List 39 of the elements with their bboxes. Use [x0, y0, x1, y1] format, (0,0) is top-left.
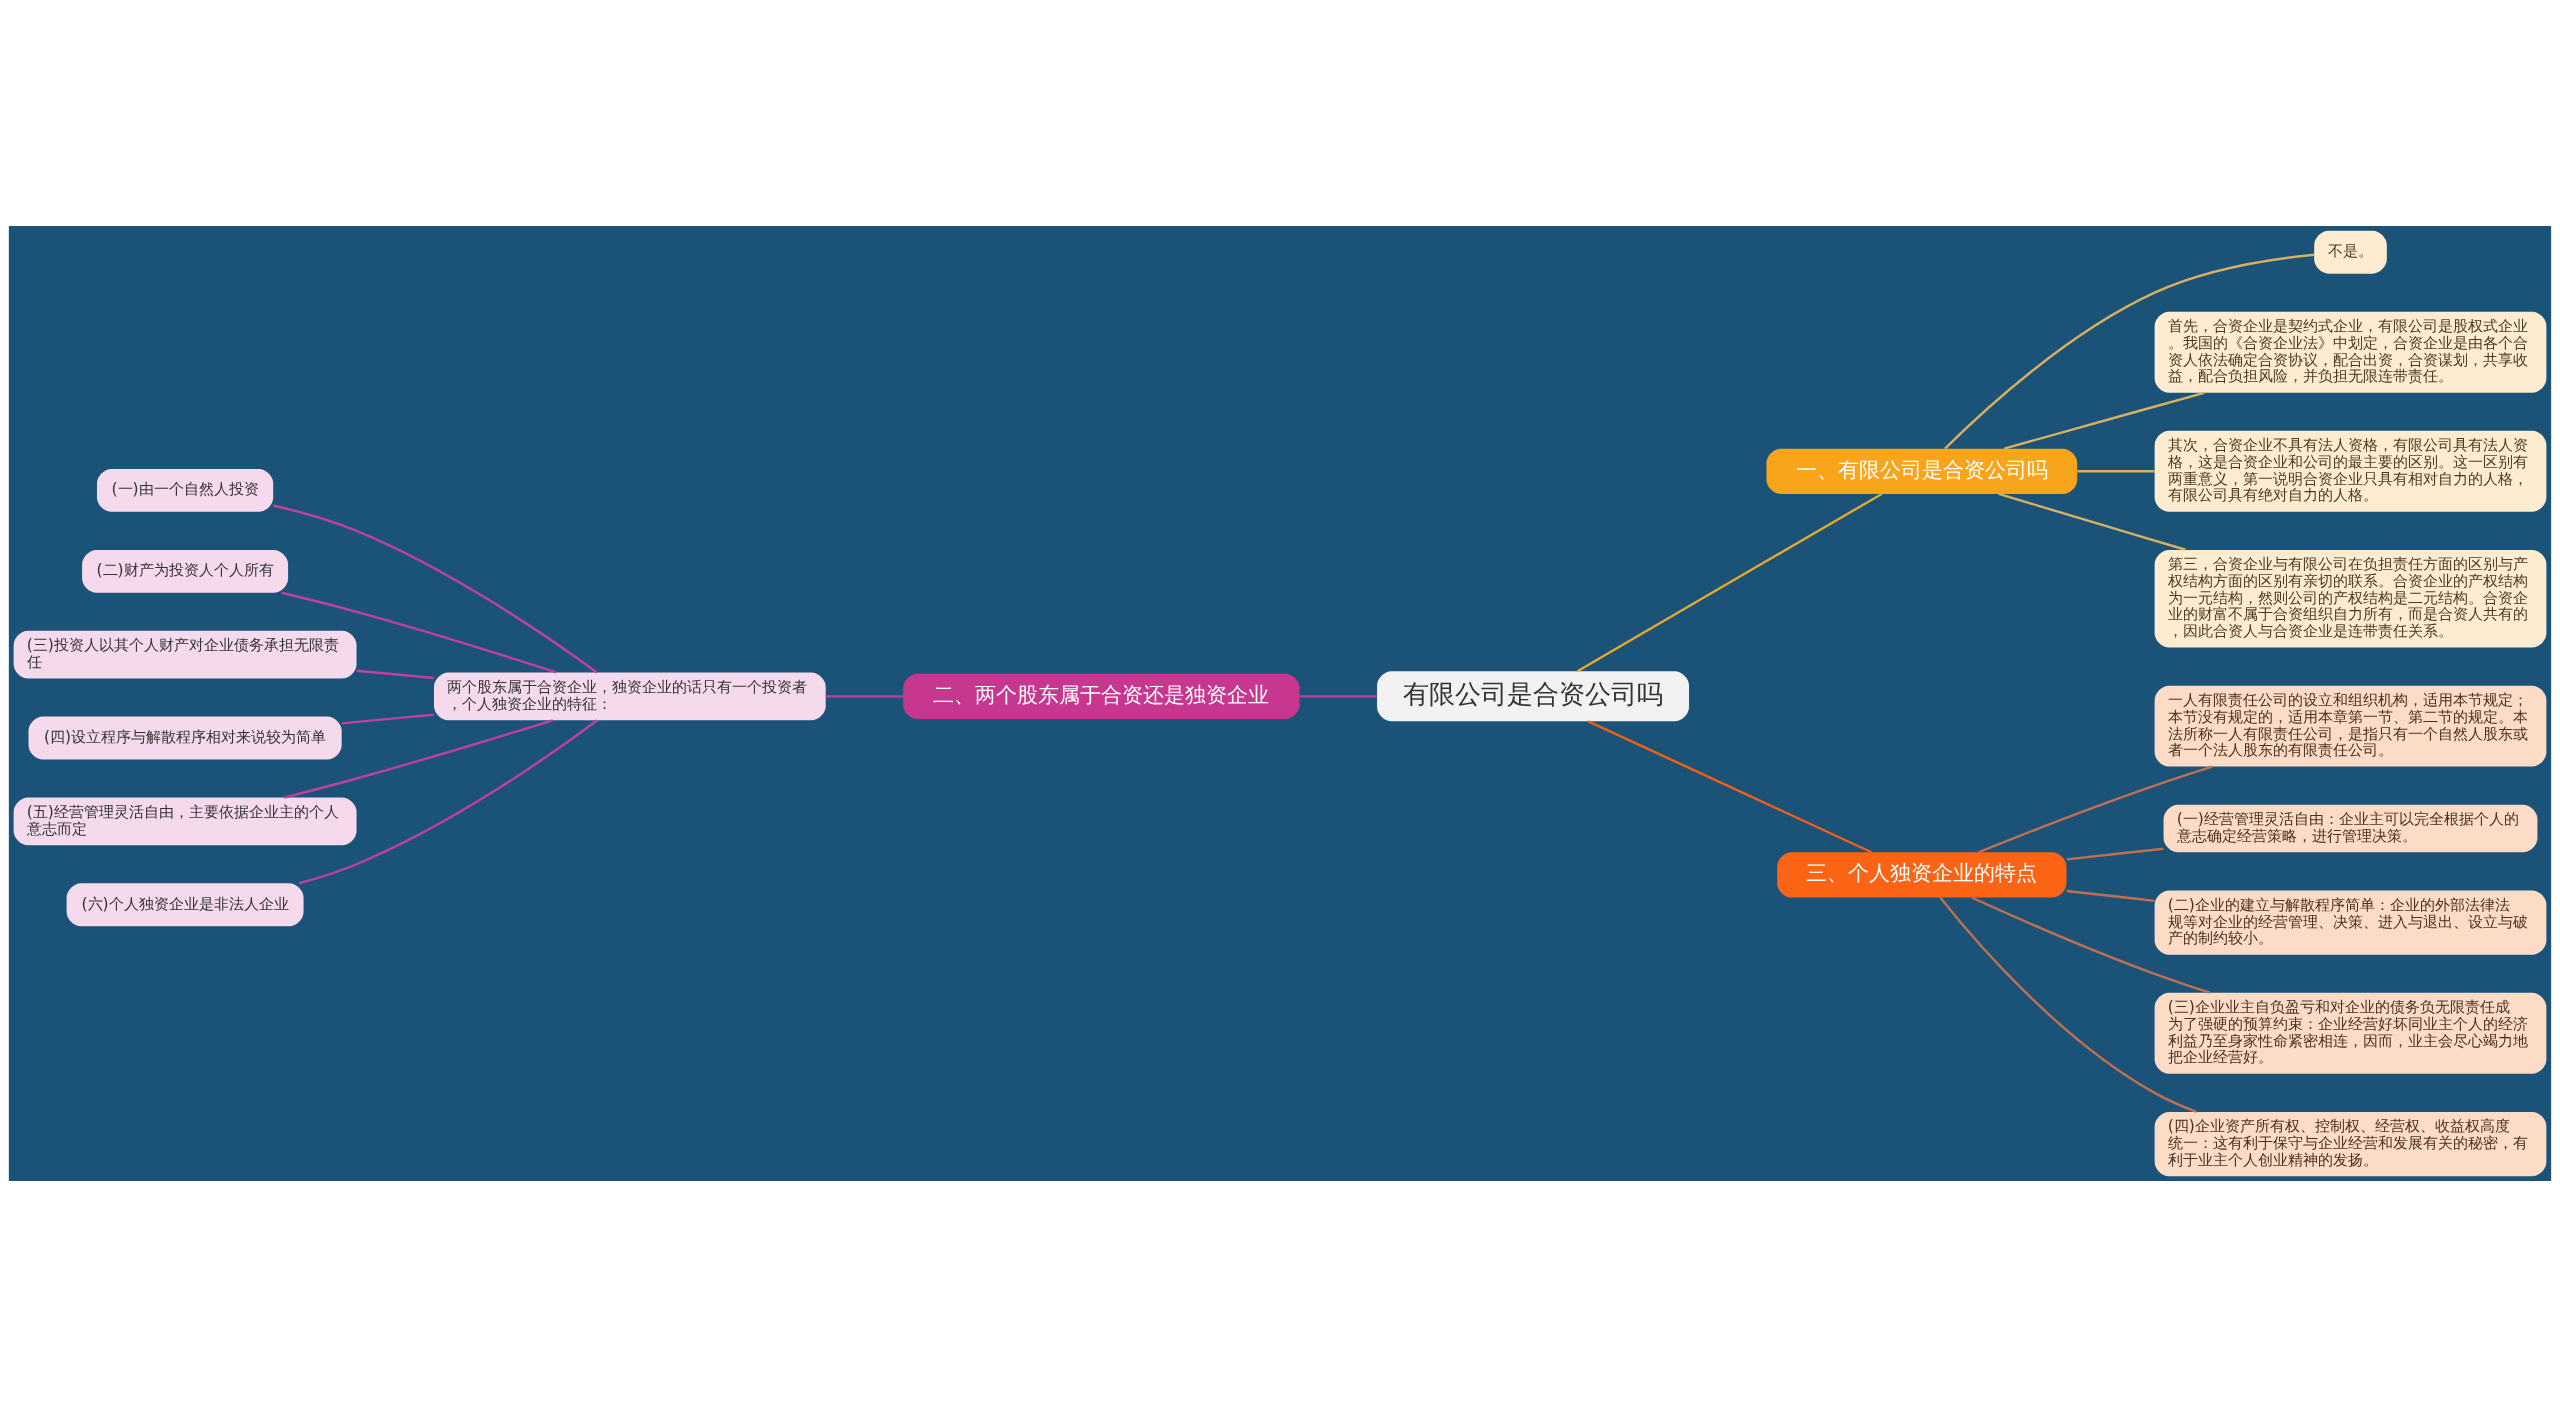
node-box: 一、有限公司是合资公司吗	[1766, 448, 2078, 494]
connector	[1971, 896, 2211, 994]
connector	[825, 694, 903, 698]
connector	[298, 718, 599, 884]
connector	[281, 591, 557, 674]
node-box: 二、两个股东属于合资还是独资企业	[903, 673, 1300, 719]
node-box: (四)企业资产所有权、控制权、经营权、收益权高度统一：这有利于保守与企业经营和发展有关的秘密，有利于业主个人创业精神的发扬。	[2154, 1111, 2547, 1176]
node-box: (五)经营管理灵活自由，主要依据企业主的个人意志而定	[13, 797, 357, 845]
connector	[2066, 847, 2164, 860]
node-box: 三、个人独资企业的特点	[1777, 851, 2067, 898]
connector	[1939, 896, 2197, 1113]
connector	[1978, 765, 2213, 853]
node-box: (一)由一个自然人投资	[96, 468, 274, 512]
connector	[1299, 694, 1377, 698]
connector	[1587, 719, 1872, 853]
node-box: (四)设立程序与解散程序相对来说较为简单	[28, 716, 342, 759]
node-box: (一)经营管理灵活自由：企业主可以完全根据个人的意志确定经营策略，进行管理决策。	[2163, 804, 2538, 852]
node-box: (二)企业的建立与解散程序简单：企业的外部法律法规等对企业的经营管理、决策、进入与退出、设立与破产的制约较小。	[2154, 889, 2547, 955]
connector	[2066, 889, 2155, 902]
connector	[1998, 492, 2186, 551]
node-box: (二)财产为投资人个人所有	[82, 549, 289, 593]
node-box: 一人有限责任公司的设立和组织机构，适用本节规定；本节没有规定的，适用本章第一节、第二节的规定。本法所称一人有限责任公司，是指只有一个自然人股东或者一个法人股东的有限责任公司。	[2154, 685, 2547, 767]
connector	[1576, 492, 1883, 672]
connector	[283, 718, 554, 799]
connector	[356, 669, 434, 679]
node-box: (三)投资人以其个人财产对企业债务承担无限责任	[13, 630, 357, 678]
node-box: (三)企业业主自负盈亏和对企业的债务负无限责任成为了强硬的预算约束：企业经营好坏同业主个人的经济利益乃至身家性命紧密相连，因而，业主会尽心竭力地把企业经营好。	[2154, 992, 2547, 1074]
node-box: 第三，合资企业与有限公司在负担责任方面的区别与产权结构方面的区别有亲切的联系。合资企业的产权结构为一元结构，然则公司的产权结构是二元结构。合资企业的财富不属于合资组织自力所有，而是合资人共有的，因此合资人与合资企业是连带责任关系。	[2154, 549, 2547, 648]
node-box: 不是。	[2314, 230, 2387, 274]
connector	[272, 503, 598, 673]
connector	[1944, 253, 2315, 449]
node-box: 首先，合资企业是契约式企业，有限公司是股权式企业。我国的《合资企业法》中划定，合资企业是由各个合资人依法确定合资协议，配合出资，合资谋划，共享收益，配合负担风险，并负担无限连带责任。	[2154, 311, 2547, 393]
connector	[2077, 469, 2155, 472]
node-box: 两个股东属于合资企业，独资企业的话只有一个投资者，个人独资企业的特征：	[433, 672, 826, 720]
node-box: (六)个人独资企业是非法人企业	[66, 882, 304, 926]
connector	[341, 713, 435, 725]
node-box: 其次，合资企业不具有法人资格，有限公司具有法人资格，这是合资企业和公司的最主要的区别。这一区别有两重意义，第一说明合资企业只具有相对自力的人格，有限公司具有绝对自力的人格。	[2154, 430, 2547, 512]
node-box: 有限公司是合资公司吗	[1377, 670, 1690, 721]
connector	[2003, 391, 2205, 450]
